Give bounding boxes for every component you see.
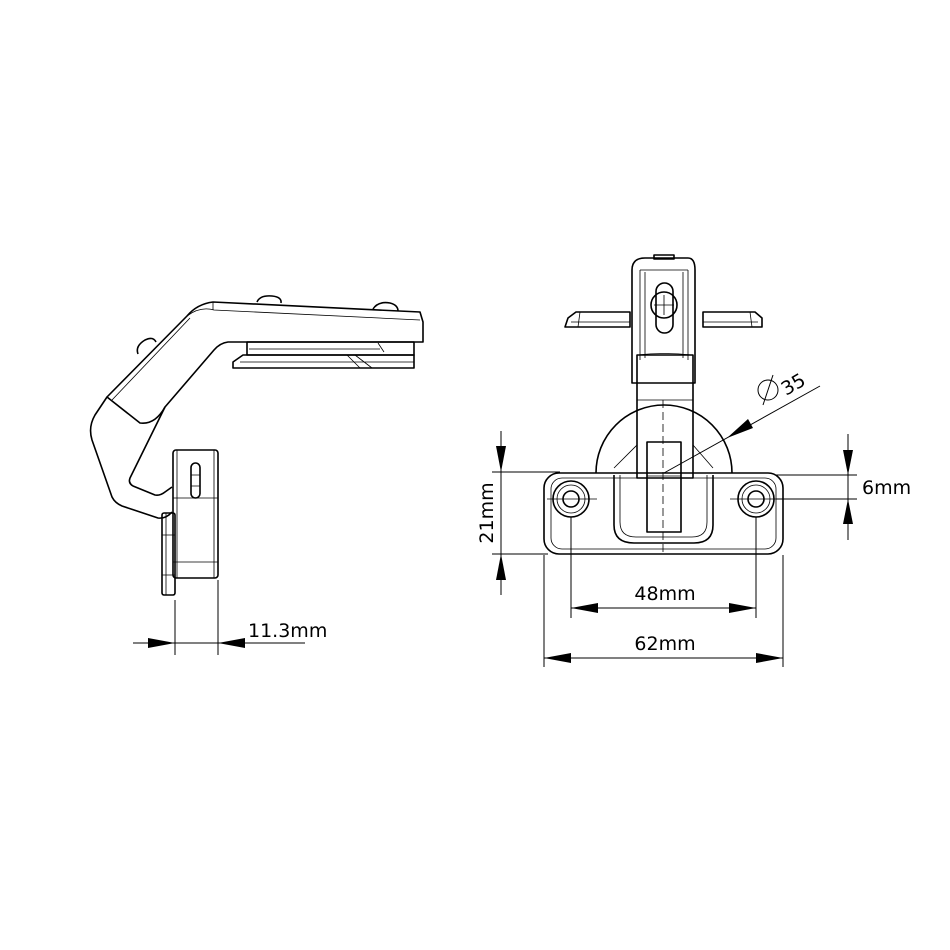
screw-head-icon — [372, 301, 399, 312]
height-dimension-label: 21mm — [476, 482, 498, 543]
depth-dimension-label: 11.3mm — [248, 620, 327, 642]
front-view-hinge: 21mm 6mm 48mm 62mm — [476, 254, 911, 667]
dimension-offset: 6mm — [775, 434, 911, 540]
adjustment-screw-icon — [650, 282, 678, 334]
cup-diameter-dimension-label: 35 — [778, 369, 810, 400]
dimension-width: 62mm — [543, 555, 784, 667]
offset-dimension-label: 6mm — [862, 477, 911, 499]
width-dimension-label: 62mm — [634, 633, 695, 655]
wing-right — [702, 311, 763, 328]
dimension-height: 21mm — [476, 431, 560, 595]
dimension-cup-diameter: 35 — [663, 369, 821, 474]
hinge-link-outer — [89, 396, 173, 519]
dimension-hole-spacing: 48mm — [570, 517, 757, 618]
hinge-cup-side — [161, 449, 219, 596]
hole-spacing-dimension-label: 48mm — [634, 583, 695, 605]
hinge-arm-front — [636, 354, 694, 479]
mounting-plate — [232, 341, 415, 369]
diameter-symbol-icon — [757, 379, 779, 401]
base-plate — [543, 444, 784, 555]
hinge-link-inner — [128, 406, 173, 496]
hinge-cup — [595, 404, 733, 474]
wing-left — [564, 311, 631, 328]
screw-head-icon — [136, 337, 157, 355]
screw-head-icon — [256, 295, 282, 304]
hinge-arm — [106, 301, 424, 424]
side-view-hinge: 11.3mm — [89, 295, 424, 655]
dimension-depth: 11.3mm — [133, 580, 327, 655]
arm-housing — [631, 257, 696, 384]
